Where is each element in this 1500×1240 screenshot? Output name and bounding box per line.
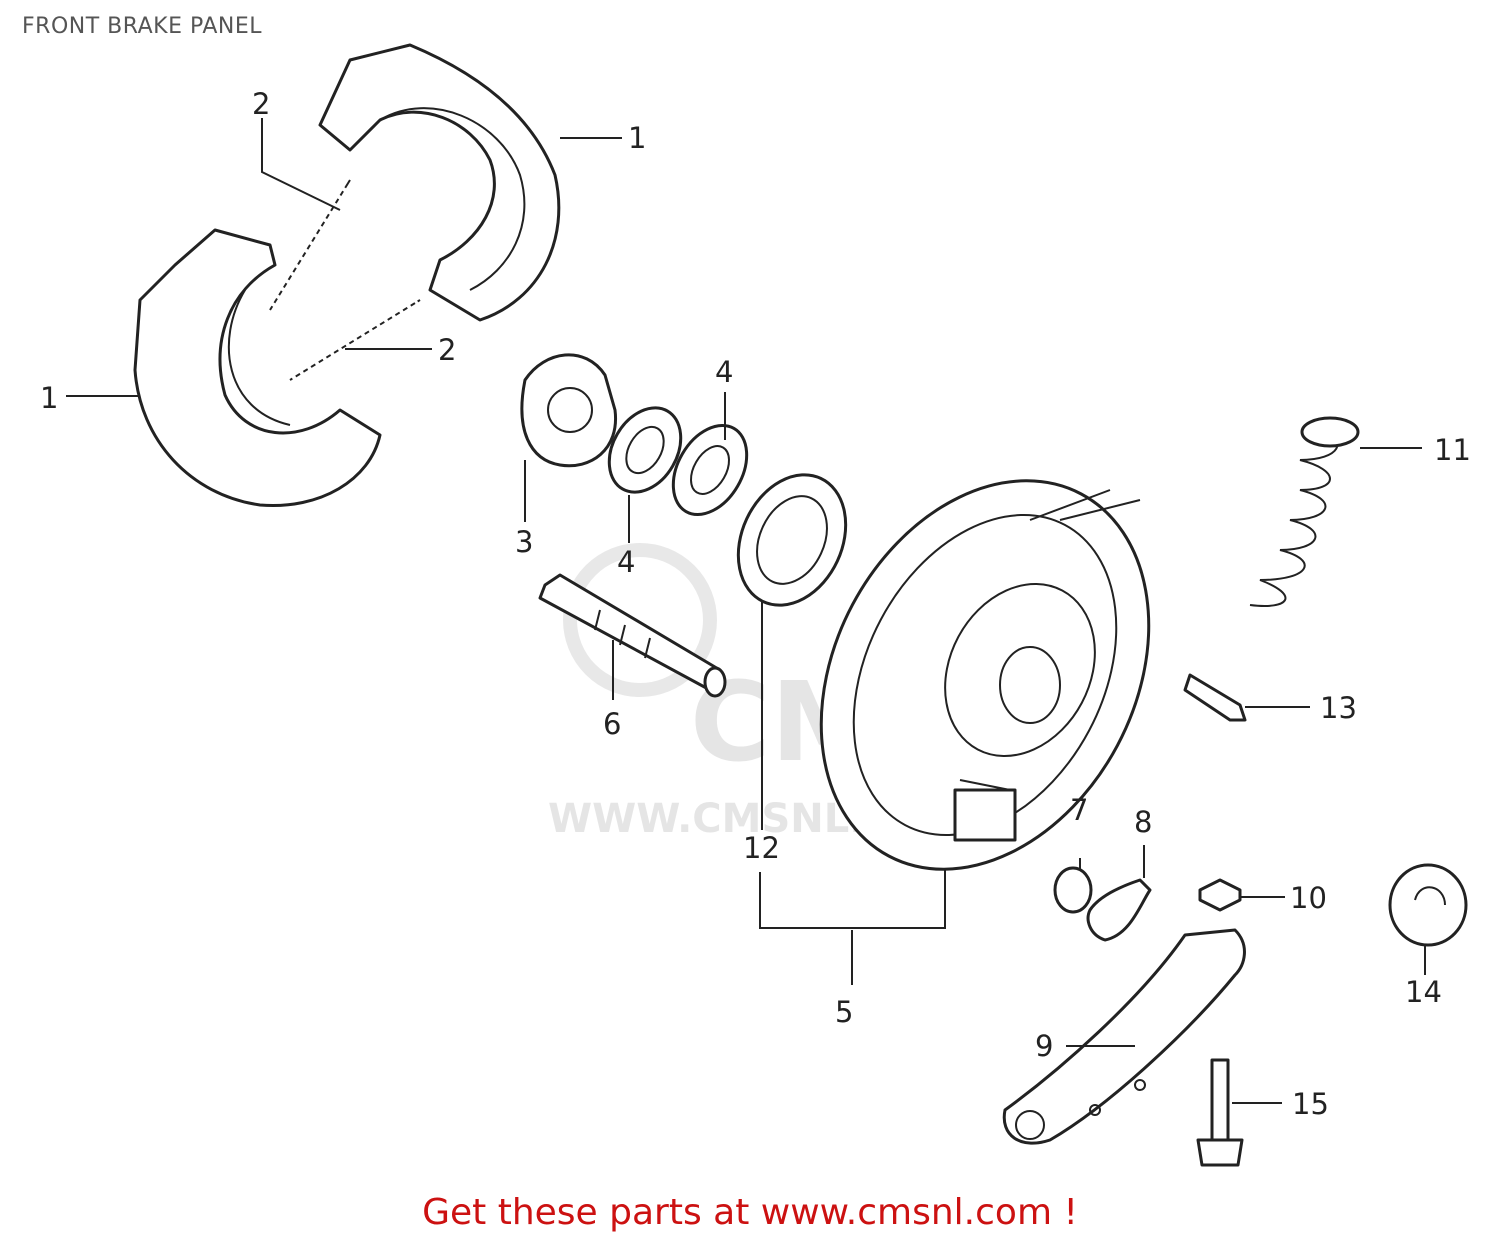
dust-seal[interactable] [1053,866,1093,914]
wear-indicator[interactable] [1086,878,1152,942]
callout-13: 13 [1320,691,1357,725]
spring-lower[interactable] [289,299,421,381]
callout-3: 3 [515,525,533,559]
callout-1b: 1 [40,381,58,415]
callout-2b: 2 [438,333,456,367]
callout-11: 11 [1434,433,1471,467]
bolt-15[interactable] [1196,1058,1244,1167]
callout-10: 10 [1290,881,1327,915]
brake-shoe-upper[interactable] [318,43,561,322]
callout-4a: 4 [617,545,635,579]
brake-arm-nut[interactable] [1198,878,1242,912]
brake-camshaft[interactable] [538,573,727,698]
callout-14: 14 [1405,975,1442,1009]
callout-8: 8 [1134,805,1152,839]
leader-lines [66,118,1426,1104]
callout-5: 5 [835,995,853,1029]
callout-12: 12 [743,831,780,865]
footer-link[interactable]: Get these parts at www.cmsnl.com ! [422,1192,1078,1233]
callout-9: 9 [1035,1029,1053,1063]
bolt-13[interactable] [1183,673,1247,722]
wear-indicator-plate[interactable] [520,353,618,468]
brake-shoe-lower[interactable] [133,228,382,508]
brake-arm[interactable] [1002,928,1246,1145]
cap-14[interactable] [1388,863,1468,947]
page-title: FRONT BRAKE PANEL [22,14,263,39]
callout-2a: 2 [252,87,270,121]
spring-upper[interactable] [268,179,352,311]
callout-1a: 1 [628,121,646,155]
callout-4b: 4 [715,355,733,389]
callout-7: 7 [1070,793,1088,827]
parts-diagram: CMS WWW.CMSNL.COM [40,43,1471,1167]
callouts: 1 1 2 2 3 4 4 6 12 5 7 8 11 13 10 14 9 1… [40,87,1471,1121]
callout-15: 15 [1292,1087,1329,1121]
oil-seal[interactable] [718,457,866,623]
brake-panel[interactable] [756,424,1213,927]
return-spring[interactable] [1249,416,1360,607]
callout-6: 6 [603,707,621,741]
washer-b[interactable] [658,412,761,527]
washer-a[interactable] [595,395,695,505]
